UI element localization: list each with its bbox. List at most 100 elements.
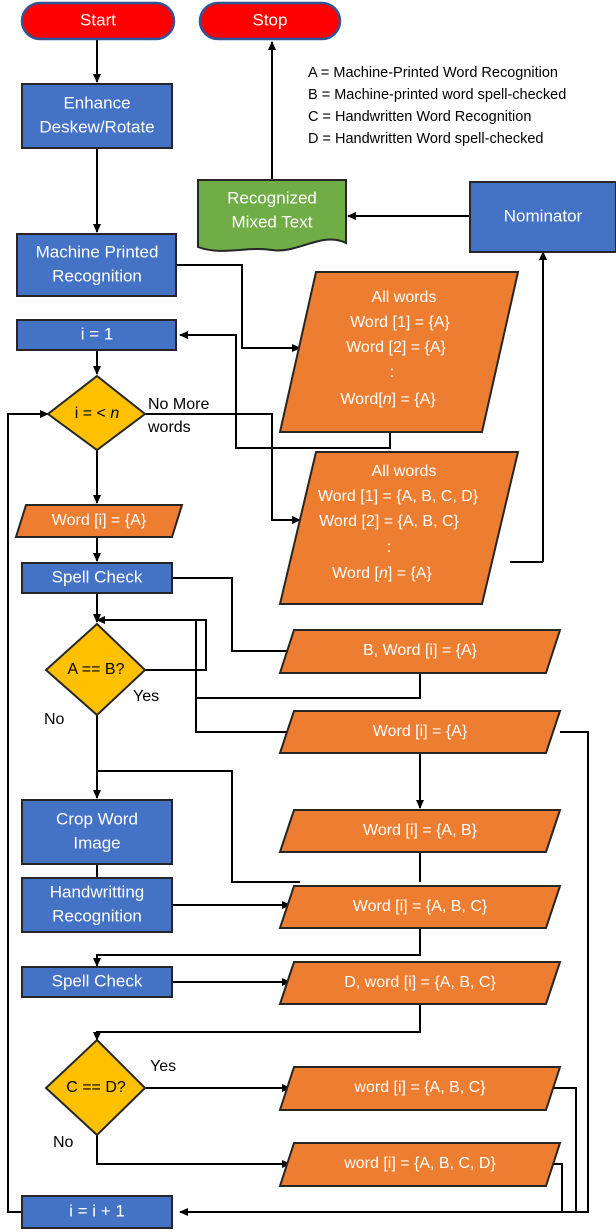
stop-label: Stop — [253, 10, 288, 29]
mpr-label-line2: Recognition — [52, 266, 142, 285]
spell-check-1-shape — [21, 562, 173, 594]
handwriting-label-line1: Handwritting — [50, 882, 145, 901]
init-i-shape — [16, 319, 177, 351]
node-start[interactable]: Start — [20, 1, 176, 41]
legend-line-c: C = Handwritten Word Recognition — [308, 109, 531, 125]
edge-no2-to-wordabcd — [96, 1135, 291, 1168]
word-i-ab-label: Word [i] = {A, B} — [363, 822, 478, 839]
node-spell-check-2[interactable]: Spell Check — [21, 966, 173, 998]
word-i-abc-shape — [278, 885, 562, 929]
edge-wordabc-to-spell2 — [93, 927, 421, 967]
word-i-abcd-low-label: word [i] = {A, B, C, D} — [343, 1155, 496, 1172]
edge-wordabc-low-return — [550, 1087, 577, 1212]
loop-test-label: i = < n — [75, 405, 120, 422]
edge-dword-to-ceqd — [93, 1003, 421, 1041]
edge-worda-to-increment — [179, 731, 589, 1216]
label-no-more-words-line1: No More — [148, 396, 209, 413]
node-word-i-abc-low[interactable]: word [i] = {A, B, C} — [278, 1066, 562, 1111]
connector-layer — [7, 38, 589, 1216]
c-eq-d-label: C == D? — [66, 1079, 126, 1096]
spell-check-2-label: Spell Check — [52, 971, 143, 990]
all-words-a-ellipsis: : — [390, 364, 394, 381]
d-word-i-abc-shape — [278, 961, 562, 1005]
word-i-a-main-shape — [14, 504, 184, 538]
all-words-a-row-n: Word[n] = {A} — [340, 391, 436, 408]
word-i-abcd-low-shape — [278, 1142, 562, 1187]
label-no-1: No — [44, 711, 65, 728]
all-words-mixed-row2: Word [2] = {A, B, C} — [319, 513, 459, 530]
edge-increment-to-loop — [7, 410, 49, 1213]
stop-shape — [198, 1, 342, 41]
all-words-mixed-shape — [278, 451, 520, 605]
word-i-abc-label: Word [i] = {A, B, C} — [353, 898, 488, 915]
all-words-mixed-row-n: Word [n] = {A} — [332, 565, 432, 582]
node-crop-word-image[interactable]: Crop Word Image — [21, 799, 173, 865]
a-eq-b-label: A == B? — [68, 661, 125, 678]
node-word-i-abcd-low[interactable]: word [i] = {A, B, C, D} — [278, 1142, 562, 1187]
node-decision-c-eq-d[interactable]: C == D? — [44, 1038, 147, 1137]
node-stop[interactable]: Stop — [198, 1, 342, 41]
word-i-abc-low-label: word [i] = {A, B, C} — [353, 1079, 486, 1096]
mpr-shape — [16, 233, 177, 297]
edge-spell1-to-bword — [172, 577, 301, 655]
spell-check-2-shape — [21, 966, 173, 998]
node-d-word-i-abc[interactable]: D, word [i] = {A, B, C} — [278, 961, 562, 1005]
enhance-shape — [21, 83, 173, 149]
label-no-2: No — [53, 1134, 74, 1151]
node-init-i[interactable]: i = 1 — [16, 319, 177, 351]
nominator-label: Nominator — [504, 206, 583, 225]
word-i-a-yes-label: Word [i] = {A} — [373, 723, 468, 740]
edge-yes-to-worda — [145, 669, 301, 736]
node-nominator[interactable]: Nominator — [469, 181, 616, 253]
b-word-i-a-label: B, Word [i] = {A} — [363, 642, 478, 659]
label-no-more-words-line2: words — [147, 419, 191, 436]
b-word-i-a-shape — [278, 629, 562, 674]
node-decision-a-eq-b[interactable]: A == B? — [44, 622, 147, 717]
handwriting-label-line2: Recognition — [52, 906, 142, 925]
spell-check-1-label: Spell Check — [52, 567, 143, 586]
node-decision-loop-test[interactable]: i = < n — [46, 374, 147, 452]
start-shape — [20, 1, 176, 41]
edge-mpr-to-allwords — [176, 264, 301, 352]
node-word-i-a-main[interactable]: Word [i] = {A} — [14, 504, 184, 538]
node-all-words-a[interactable]: All words Word [1] = {A} Word [2] = {A} … — [278, 271, 520, 433]
mpr-label-line1: Machine Printed — [36, 242, 159, 261]
edge-bword-return — [195, 620, 421, 699]
crop-word-shape — [21, 799, 173, 865]
word-i-abc-low-shape — [278, 1066, 562, 1111]
label-yes-2: Yes — [150, 1058, 176, 1075]
handwriting-shape — [21, 877, 173, 933]
recognized-mixed-text-shape — [197, 179, 347, 252]
node-b-word-i-a[interactable]: B, Word [i] = {A} — [278, 629, 562, 674]
node-all-words-mixed[interactable]: All words Word [1] = {A, B, C, D} Word [… — [278, 451, 520, 605]
node-word-i-ab[interactable]: Word [i] = {A, B} — [278, 809, 562, 853]
loop-test-shape — [46, 374, 147, 452]
node-enhance[interactable]: Enhance Deskew/Rotate — [21, 83, 173, 149]
d-word-i-abc-label: D, word [i] = {A, B, C} — [344, 974, 496, 991]
node-word-i-abc[interactable]: Word [i] = {A, B, C} — [278, 885, 562, 929]
c-eq-d-shape — [44, 1038, 147, 1137]
node-word-i-a-yes[interactable]: Word [i] = {A} — [278, 710, 562, 754]
recognized-mixed-text-line2: Mixed Text — [232, 212, 313, 231]
init-i-label: i = 1 — [81, 324, 114, 343]
node-machine-printed-recognition[interactable]: Machine Printed Recognition — [16, 233, 177, 297]
label-yes-1: Yes — [133, 688, 159, 705]
all-words-mixed-row1: Word [1] = {A, B, C, D} — [318, 488, 479, 505]
node-handwriting-recognition[interactable]: Handwritting Recognition — [21, 877, 173, 933]
legend-line-d: D = Handwritten Word spell-checked — [308, 131, 543, 147]
crop-word-label-line2: Image — [73, 833, 120, 852]
word-i-ab-shape — [278, 809, 562, 853]
edge-bus-left — [97, 770, 300, 883]
all-words-a-header: All words — [372, 289, 437, 306]
node-increment-i[interactable]: i = i + 1 — [21, 1195, 173, 1229]
node-recognized-mixed-text[interactable]: Recognized Mixed Text — [197, 179, 347, 252]
node-spell-check-1[interactable]: Spell Check — [21, 562, 173, 594]
start-label: Start — [80, 10, 116, 29]
all-words-a-row2: Word [2] = {A} — [346, 339, 446, 356]
all-words-a-shape — [278, 271, 520, 433]
legend-line-a: A = Machine-Printed Word Recognition — [308, 65, 558, 81]
increment-i-label: i = i + 1 — [69, 1201, 125, 1220]
all-words-mixed-header: All words — [372, 463, 437, 480]
